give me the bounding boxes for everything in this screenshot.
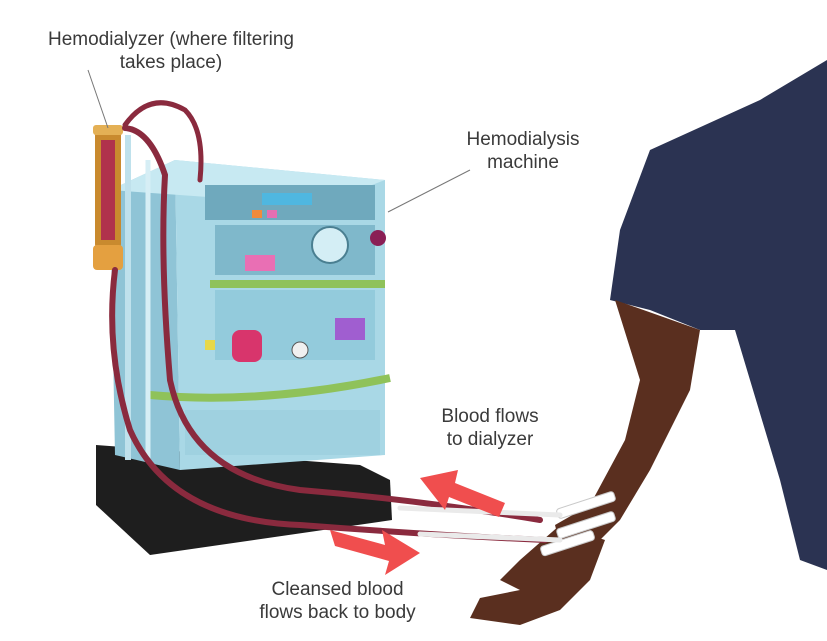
hemodialyzer-label: Hemodialyzer (where filtering takes plac… bbox=[15, 28, 327, 74]
arrow-back-to-body bbox=[330, 530, 420, 575]
blood-tubing bbox=[109, 100, 563, 543]
machine-label: Hemodialysis machine bbox=[448, 128, 598, 174]
machine-small-dial bbox=[291, 341, 309, 359]
patient-figure bbox=[470, 60, 827, 625]
back-to-body-label-line2: flows back to body bbox=[259, 602, 416, 623]
tube-arterial-line bbox=[122, 100, 204, 183]
flow-arrows bbox=[330, 470, 505, 575]
hemodialyzer-core bbox=[101, 140, 115, 240]
pointer-line-machine bbox=[387, 169, 471, 213]
machine-label-line1: Hemodialysis bbox=[466, 129, 580, 150]
hemodialyzer-cap-bottom bbox=[93, 245, 123, 270]
hemodialyzer-label-line2: takes place) bbox=[119, 52, 223, 73]
to-dialyzer-label: Blood flows to dialyzer bbox=[420, 405, 560, 451]
machine-middle-panel bbox=[215, 225, 375, 275]
pointer-line-hemodialyzer bbox=[87, 69, 109, 129]
back-to-body-label-line1: Cleansed blood bbox=[271, 579, 404, 600]
machine-display bbox=[262, 193, 312, 205]
tape-strip-3 bbox=[540, 530, 595, 557]
tube-clear-2 bbox=[417, 531, 563, 543]
machine-red-dial bbox=[232, 330, 262, 362]
patient-arm bbox=[555, 300, 700, 545]
hemodialyzer-label-line1: Hemodialyzer (where filtering bbox=[47, 29, 295, 50]
machine-green-band bbox=[210, 280, 385, 288]
machine-green-hose bbox=[149, 374, 391, 402]
machine-bottom-panel bbox=[185, 410, 380, 455]
patient-hand bbox=[470, 525, 605, 625]
machine-purple-block bbox=[335, 318, 365, 340]
hemodialyzer-cap-top bbox=[93, 125, 123, 135]
to-dialyzer-label-line2: to dialyzer bbox=[446, 429, 534, 450]
tape-strip-2 bbox=[556, 511, 616, 539]
machine-pink-block bbox=[245, 255, 275, 271]
arrow-to-dialyzer bbox=[420, 470, 505, 517]
machine-button-pink bbox=[267, 210, 277, 218]
machine-button-orange bbox=[252, 210, 262, 218]
machine-knob bbox=[370, 230, 386, 246]
tube-to-dialyzer bbox=[122, 125, 543, 523]
tube-clear-1 bbox=[397, 505, 563, 518]
hemodialyzer bbox=[93, 125, 123, 270]
patient-shirt bbox=[610, 60, 827, 570]
back-to-body-label: Cleansed blood flows back to body bbox=[230, 578, 445, 624]
to-dialyzer-label-line1: Blood flows bbox=[441, 406, 539, 427]
machine-pump-wheel bbox=[311, 226, 349, 264]
machine-yellow-button bbox=[205, 340, 215, 350]
machine-label-line2: machine bbox=[487, 152, 559, 173]
